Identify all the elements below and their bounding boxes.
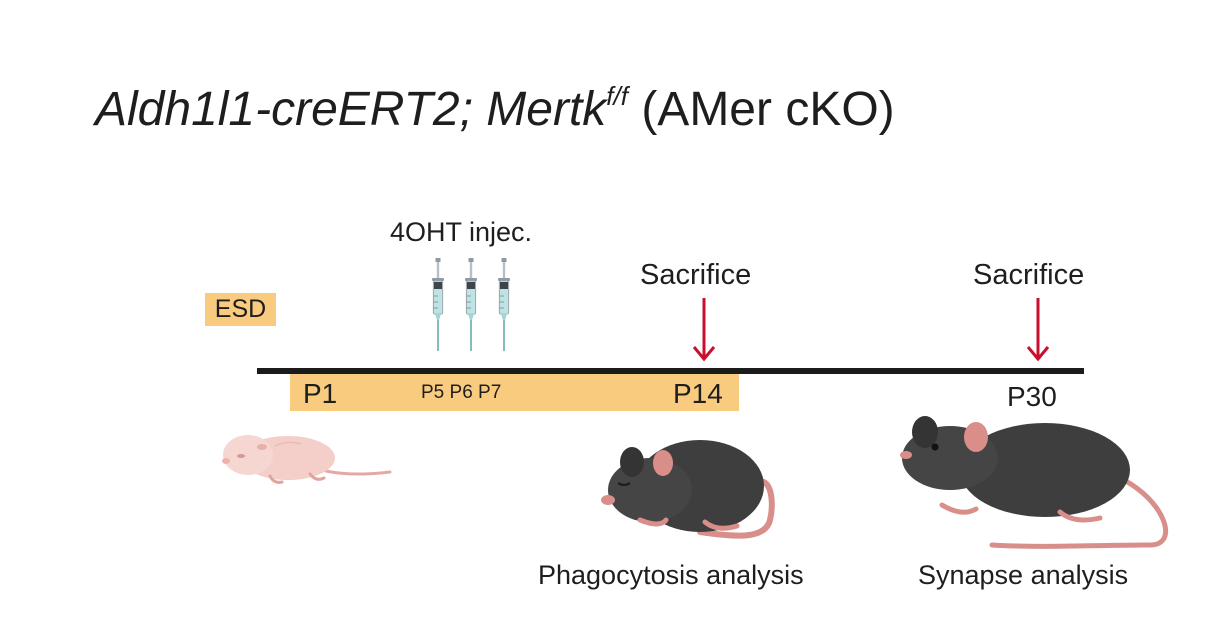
analysis-label-phagocytosis: Phagocytosis analysis	[538, 560, 804, 590]
genotype-text: Aldh1l1-creERT2; Mertk	[95, 83, 607, 136]
esd-tag: ESD	[205, 293, 276, 326]
neonatal-mouse-pup-icon	[222, 435, 392, 484]
timepoint-p14: P14	[673, 378, 723, 409]
genotype-superscript: f/f	[606, 81, 628, 111]
syringe-icon	[464, 257, 478, 352]
timeline-axis	[257, 368, 1084, 374]
syringe-icon	[431, 257, 445, 352]
timepoint-p30: P30	[1007, 381, 1057, 412]
sacrifice-label-p30: Sacrifice	[973, 259, 1085, 291]
injection-label: 4OHT injec.	[390, 217, 533, 247]
sacrifice-arrow-p14	[692, 296, 716, 361]
timepoint-p1: P1	[303, 378, 338, 409]
analysis-label-synapse: Synapse analysis	[918, 560, 1129, 590]
esd-tag-label: ESD	[214, 295, 267, 323]
timepoint-p5-p7: P5 P6 P7	[421, 382, 502, 403]
syringe-icon	[497, 257, 511, 352]
adult-mouse-icon	[900, 416, 1169, 549]
esd-window-bar	[290, 372, 739, 411]
figure-title: Aldh1l1-creERT2; Mertkf/f (AMer cKO)	[95, 78, 895, 142]
sacrifice-label-p14: Sacrifice	[640, 259, 752, 291]
sacrifice-arrow-p30	[1026, 296, 1050, 361]
model-name: (AMer cKO)	[641, 83, 895, 136]
juvenile-mouse-icon	[601, 440, 775, 539]
